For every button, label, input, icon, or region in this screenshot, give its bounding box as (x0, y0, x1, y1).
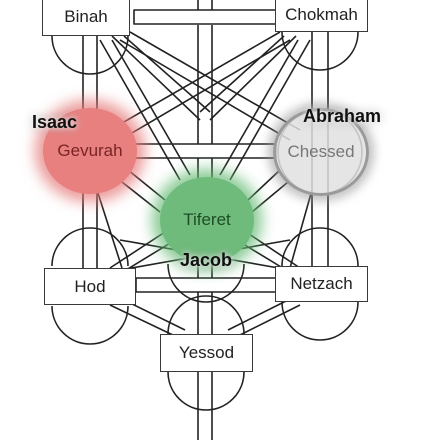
annotation-isaac: Isaac (32, 112, 78, 132)
node-binah: Binah (42, 0, 130, 36)
node-chessed-label: Chessed (287, 142, 355, 161)
node-netzach-label: Netzach (290, 274, 353, 293)
node-chokmah: Chokmah (275, 0, 368, 32)
node-yessod: Yessod (160, 334, 253, 372)
node-binah-label: Binah (64, 7, 108, 26)
node-hod: Hod (44, 268, 136, 305)
node-hod-label: Hod (74, 276, 106, 296)
node-tiferet-label: Tiferet (183, 210, 231, 229)
node-yessod-label: Yessod (178, 343, 235, 362)
node-netzach: Netzach (275, 266, 368, 302)
node-chokmah-label: Chokmah (285, 5, 358, 24)
node-chessed: Chessed (273, 108, 369, 196)
node-gevurah-label: Gevurah (57, 141, 123, 160)
annotation-jacob: Jacob (180, 250, 233, 270)
annotation-abraham: Abraham (303, 106, 382, 126)
node-tiferet: Tiferet (160, 177, 254, 263)
node-gevurah: Gevurah (43, 108, 137, 194)
